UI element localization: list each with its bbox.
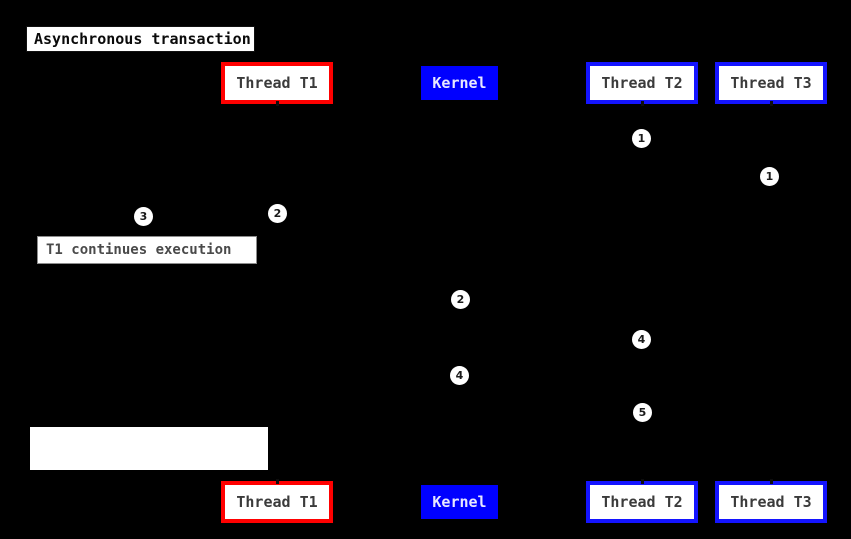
- note-box-empty: [30, 427, 268, 470]
- lifeline-top-thread-t2[interactable]: Thread T2: [586, 62, 698, 104]
- lifeline-top-thread-t3[interactable]: Thread T3: [715, 62, 827, 104]
- lifeline-label: Thread T3: [730, 492, 812, 511]
- lifeline-label: Thread T3: [730, 73, 812, 92]
- lifeline-label: Thread T1: [236, 492, 318, 511]
- lifeline-connector-nub: [640, 479, 644, 484]
- lifeline-connector-nub: [640, 101, 644, 106]
- step-badge-4: 4: [632, 330, 651, 349]
- lifeline-connector-nub: [769, 479, 773, 484]
- lifeline-top-kernel[interactable]: Kernel: [421, 66, 498, 100]
- lifeline-label: Kernel: [432, 73, 487, 92]
- lifeline-top-thread-t1[interactable]: Thread T1: [221, 62, 333, 104]
- step-badge-4: 4: [450, 366, 469, 385]
- step-badge-5: 5: [633, 403, 652, 422]
- step-badge-1: 1: [760, 167, 779, 186]
- step-badge-2: 2: [268, 204, 287, 223]
- lifeline-connector-nub: [275, 479, 279, 484]
- step-badge-1: 1: [632, 129, 651, 148]
- lifeline-connector-nub: [769, 101, 773, 106]
- note-box: T1 continues execution: [37, 236, 257, 264]
- lifeline-bottom-thread-t2[interactable]: Thread T2: [586, 481, 698, 523]
- diagram-title: Asynchronous transaction: [26, 26, 255, 52]
- lifeline-bottom-kernel[interactable]: Kernel: [421, 485, 498, 519]
- lifeline-label: Thread T2: [601, 492, 683, 511]
- step-badge-3: 3: [134, 207, 153, 226]
- lifeline-label: Thread T2: [601, 73, 683, 92]
- lifeline-bottom-thread-t3[interactable]: Thread T3: [715, 481, 827, 523]
- step-badge-2: 2: [451, 290, 470, 309]
- lifeline-connector-nub: [275, 101, 279, 106]
- lifeline-bottom-thread-t1[interactable]: Thread T1: [221, 481, 333, 523]
- note-text: T1 continues execution: [46, 242, 232, 258]
- lifeline-label: Thread T1: [236, 73, 318, 92]
- lifeline-label: Kernel: [432, 492, 487, 511]
